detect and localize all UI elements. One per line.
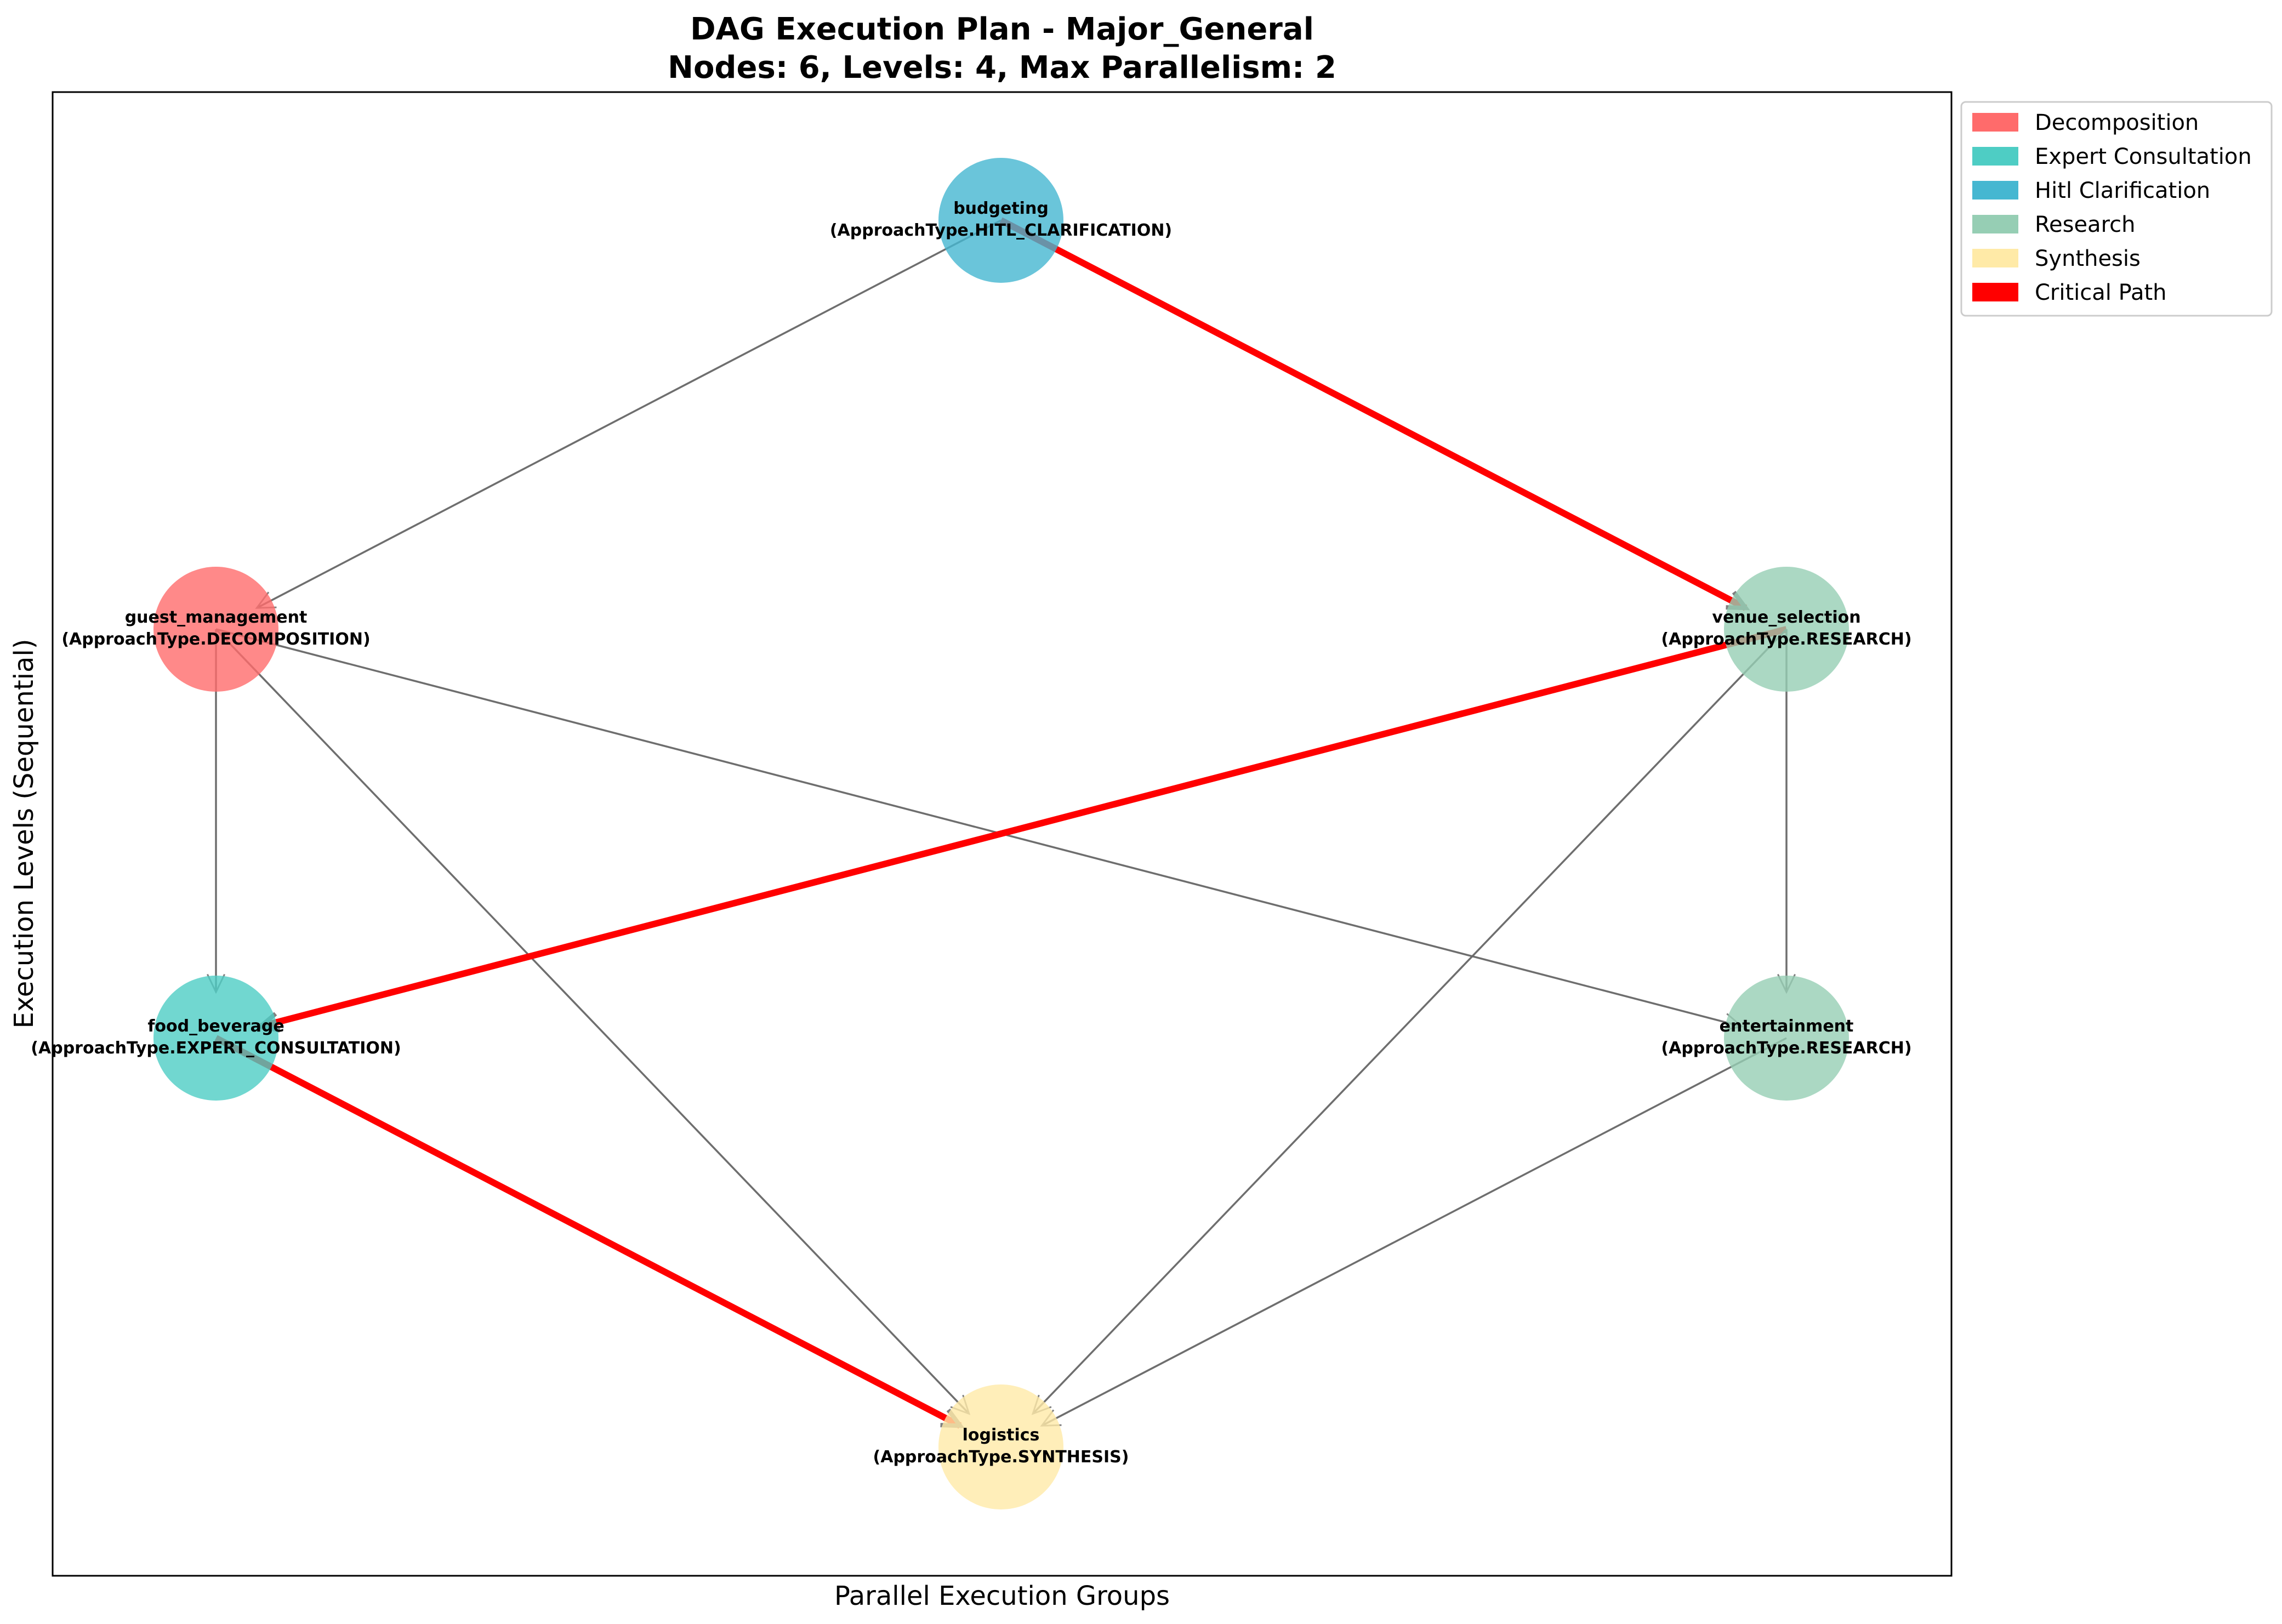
node-label-budgeting: budgeting [953, 199, 1049, 218]
edge-food_beverage-to-logistics [214, 1035, 965, 1429]
nodes-layer [153, 158, 1849, 1509]
node-label-guest_management: guest_management [125, 608, 308, 627]
node-label-food_beverage: food_beverage [147, 1017, 284, 1036]
node-food_beverage [153, 976, 278, 1101]
node-type-guest_management: (ApproachType.DECOMPOSITION) [61, 630, 370, 649]
legend-label: Expert Consultation [2035, 144, 2252, 169]
edges-layer [206, 217, 1796, 1429]
node-label-venue_selection: venue_selection [1712, 608, 1860, 627]
edge-venue_selection-to-food_beverage [255, 626, 1788, 1033]
legend-swatch [1972, 113, 2018, 132]
legend-label: Decomposition [2035, 110, 2199, 135]
x-axis-label: Parallel Execution Groups [834, 1581, 1170, 1611]
legend-swatch [1972, 249, 2018, 267]
edge-guest_management-to-logistics [215, 628, 971, 1415]
plot-area-frame [52, 91, 1953, 1577]
node-label-entertainment: entertainment [1720, 1017, 1854, 1036]
node-venue_selection [1724, 567, 1849, 692]
node-type-budgeting: (ApproachType.HITL_CLARIFICATION) [830, 221, 1172, 240]
edge-budgeting-to-venue_selection [999, 217, 1750, 611]
legend-label: Synthesis [2035, 246, 2141, 271]
legend-swatch [1972, 215, 2018, 233]
legend-label: Critical Path [2035, 280, 2167, 305]
node-type-logistics: (ApproachType.SYNTHESIS) [873, 1448, 1129, 1467]
legend-swatch [1972, 181, 2018, 200]
node-labels-layer: budgeting (ApproachType.HITL_CLARIFICATIO… [31, 199, 1911, 1467]
node-guest_management [153, 567, 278, 692]
legend-label: Hitl Clarification [2035, 178, 2210, 203]
legend-label: Research [2035, 212, 2135, 237]
node-label-logistics: logistics [963, 1426, 1040, 1445]
node-logistics [938, 1384, 1063, 1509]
edge-budgeting-to-guest_management [255, 219, 1001, 609]
plot-title-line1: DAG Execution Plan - Major_General [690, 12, 1314, 47]
legend-box [1960, 101, 2273, 317]
node-entertainment [1724, 976, 1849, 1101]
legend-swatch [1972, 283, 2018, 301]
node-type-entertainment: (ApproachType.RESEARCH) [1661, 1039, 1911, 1058]
edge-guest_management-to-entertainment [215, 628, 1744, 1032]
edge-entertainment-to-logistics [1040, 1037, 1787, 1427]
legend-swatch [1972, 147, 2018, 166]
plot-title-line2: Nodes: 6, Levels: 4, Max Parallelism: 2 [668, 50, 1336, 86]
edge-venue_selection-to-logistics [1031, 628, 1788, 1415]
node-type-venue_selection: (ApproachType.RESEARCH) [1661, 630, 1911, 649]
y-axis-label: Execution Levels (Sequential) [9, 639, 39, 1029]
node-budgeting [938, 158, 1063, 283]
node-type-food_beverage: (ApproachType.EXPERT_CONSULTATION) [31, 1039, 401, 1058]
